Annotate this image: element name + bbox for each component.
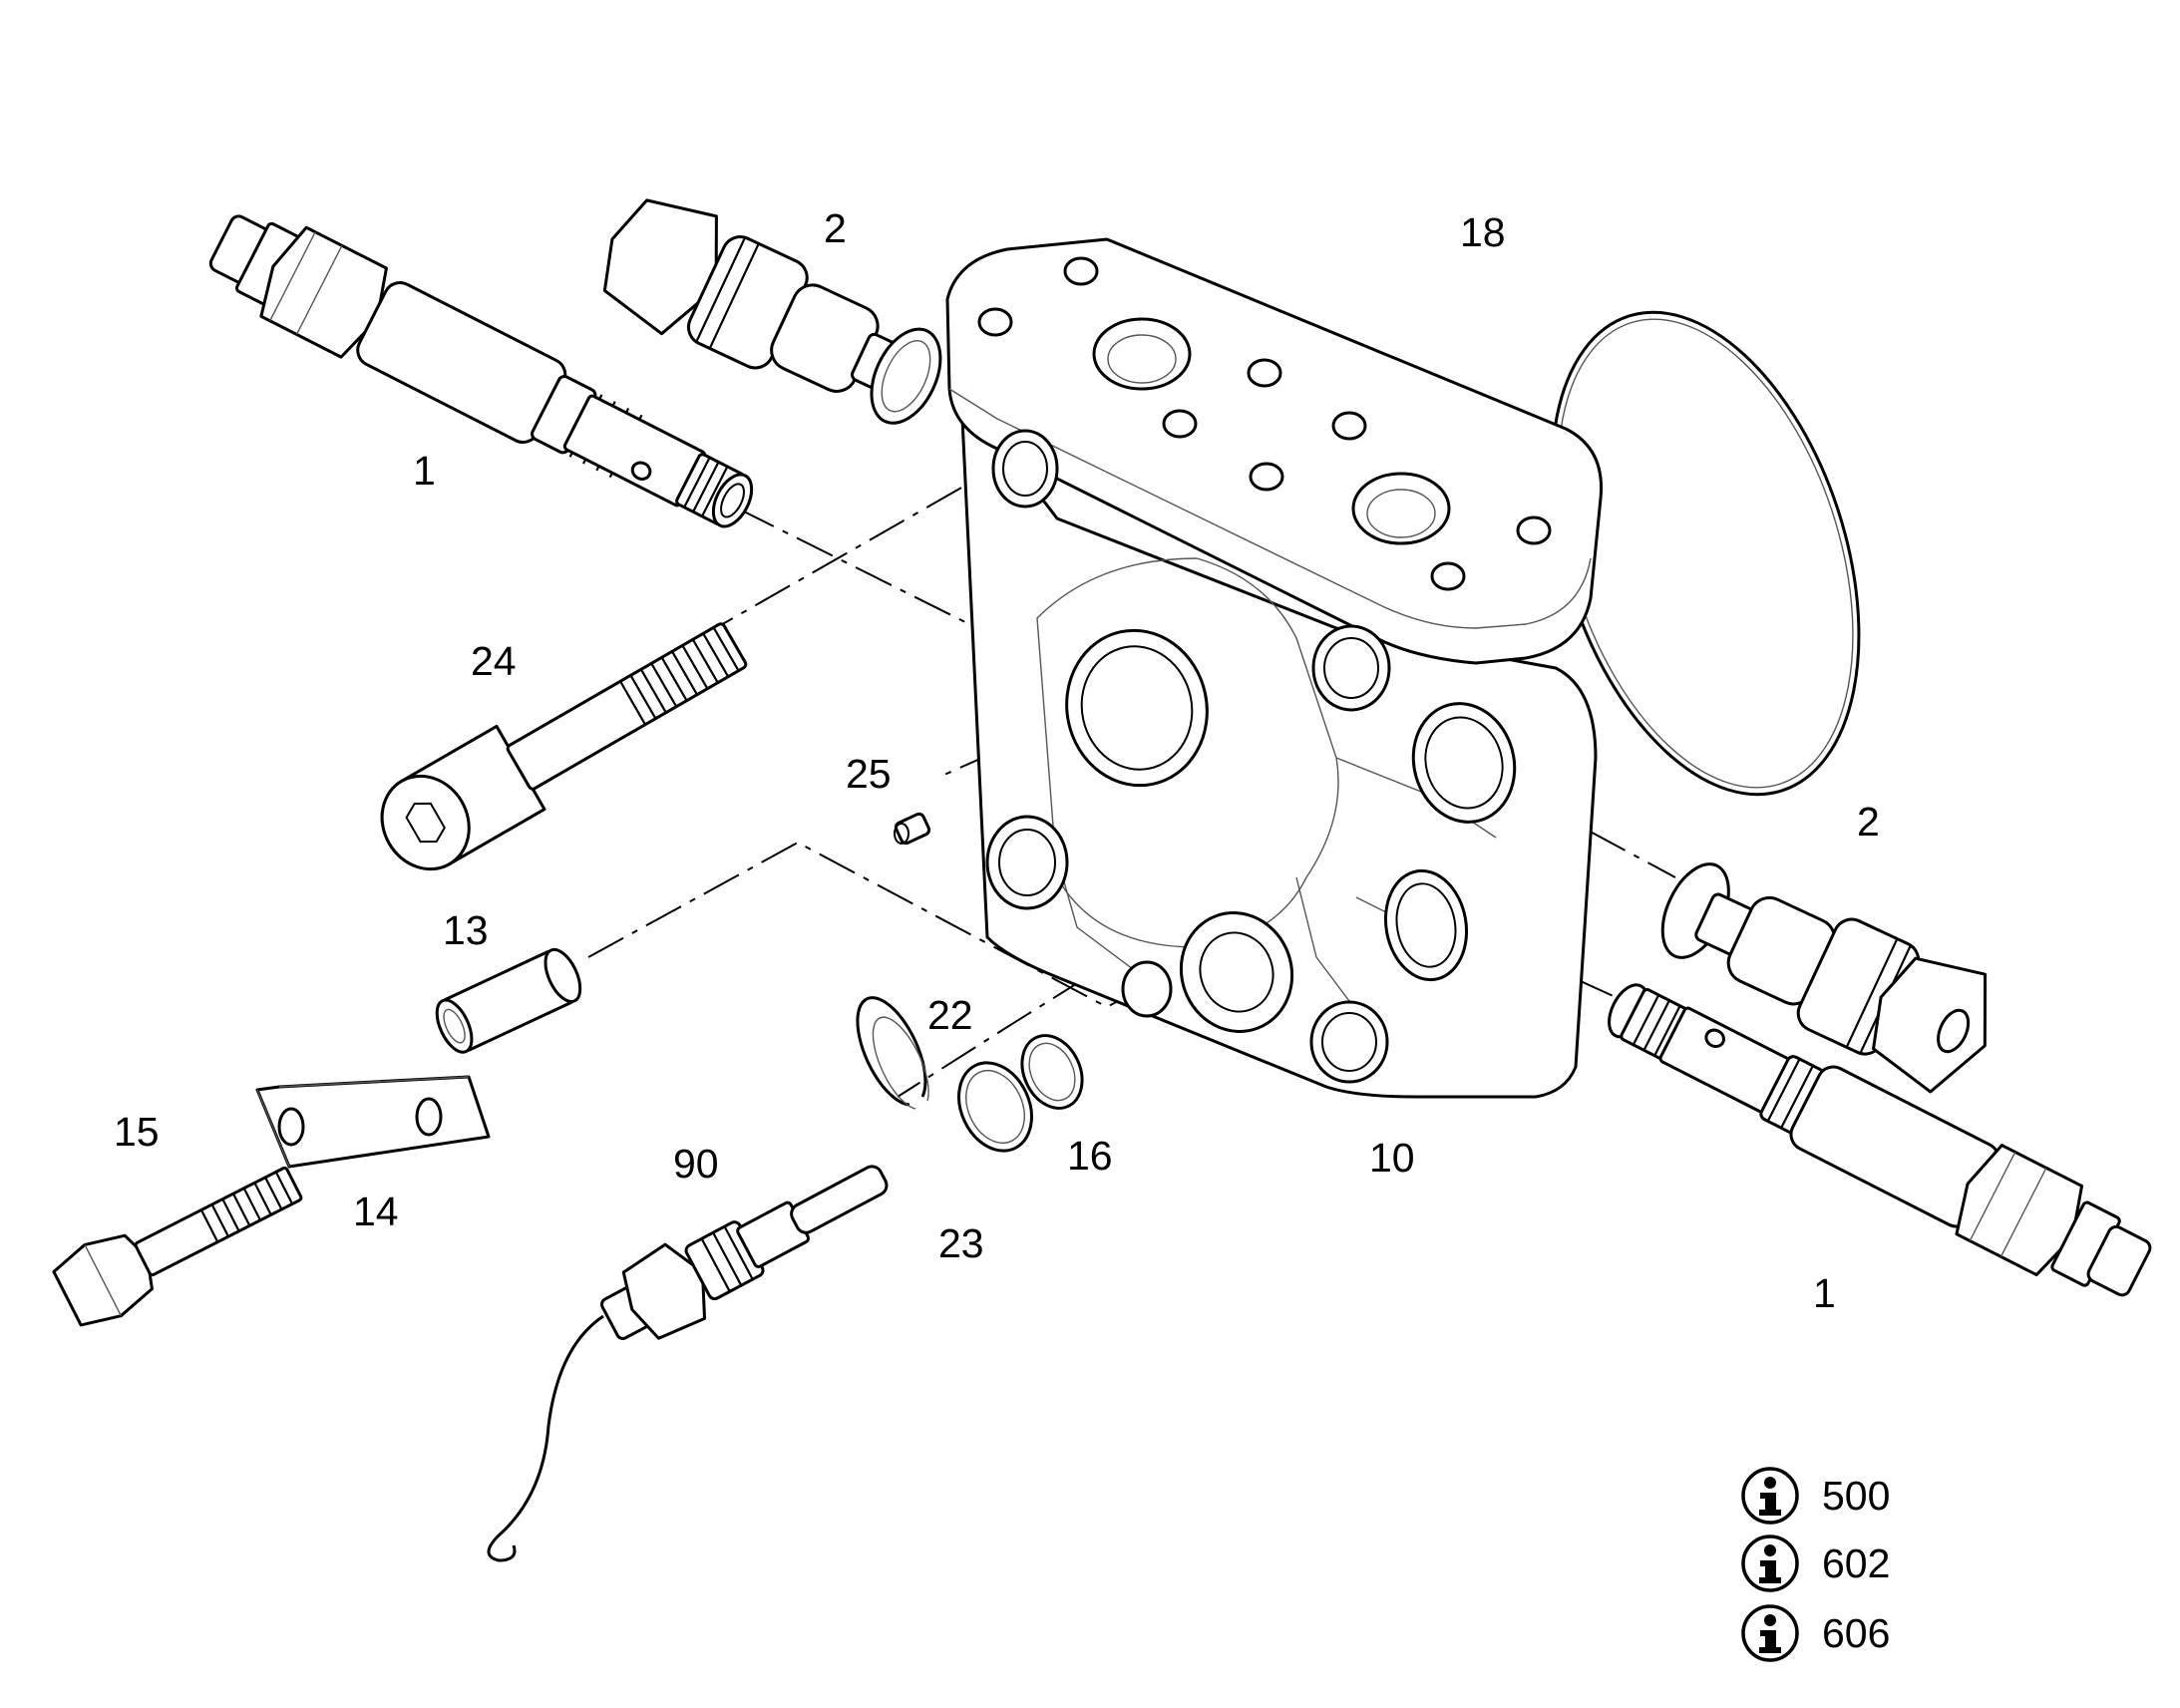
plate-part <box>255 1075 491 1169</box>
callout-snap-ring: 23 <box>938 1220 984 1266</box>
callout-cartridge-left: 1 <box>413 448 436 494</box>
callout-check-valve-top: 2 <box>824 205 847 251</box>
sensor-part <box>487 1165 889 1562</box>
pin-part <box>894 812 931 846</box>
info-ref-label[interactable]: 602 <box>1822 1540 1890 1586</box>
bushing-part <box>435 947 582 1054</box>
cartridge-valve-right-part <box>1608 983 2152 1297</box>
callout-bushing: 13 <box>443 907 489 953</box>
valve-housing-part <box>945 237 1604 1099</box>
cartridge-valve-left-part <box>208 214 754 528</box>
callout-check-valve-right: 2 <box>1857 799 1880 845</box>
callout-o-ring-small: 22 <box>927 992 973 1038</box>
hex-bolt-part <box>52 1166 303 1327</box>
callout-socket-screw: 24 <box>471 638 517 684</box>
o-ring-small-part <box>1020 1034 1084 1110</box>
snap-ring-part <box>856 996 929 1110</box>
socket-head-screw-part <box>380 622 748 871</box>
callout-pin: 25 <box>846 751 892 797</box>
info-reference-list: 500 602 606 <box>1741 1467 1890 1662</box>
info-ref-label[interactable]: 606 <box>1822 1610 1890 1656</box>
info-icon[interactable] <box>1741 1604 1799 1662</box>
info-icon[interactable] <box>1741 1535 1799 1592</box>
info-icon[interactable] <box>1741 1467 1799 1525</box>
info-ref-label[interactable]: 500 <box>1822 1473 1890 1519</box>
callout-plate: 14 <box>353 1189 399 1234</box>
check-valve-top-part <box>602 198 942 425</box>
backup-ring-part <box>957 1061 1033 1153</box>
callout-cartridge-right: 1 <box>1813 1270 1836 1316</box>
callout-o-ring-large: 18 <box>1460 209 1506 255</box>
callout-backup-ring: 16 <box>1067 1133 1113 1179</box>
callout-labels: 1 2 18 24 25 2 13 22 15 90 16 10 14 23 1 <box>114 205 1880 1316</box>
callout-sensor: 90 <box>673 1141 719 1187</box>
check-valve-right-part <box>1660 862 1988 1094</box>
callout-housing: 10 <box>1369 1135 1415 1181</box>
callout-bolt: 15 <box>114 1109 160 1155</box>
